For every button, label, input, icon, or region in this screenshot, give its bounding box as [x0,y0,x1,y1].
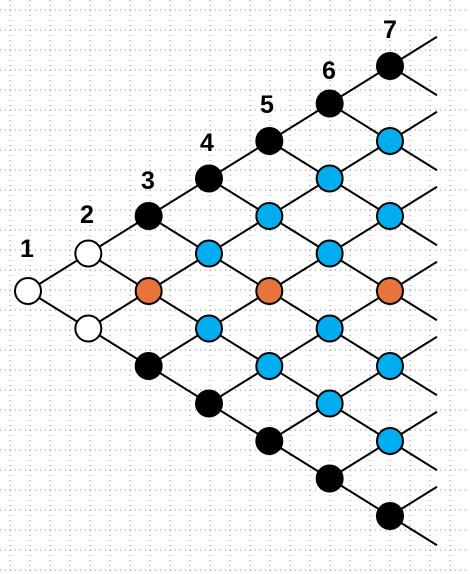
node-black-L6-1 [315,89,344,118]
level-label-6: 6 [322,57,336,85]
node-blue-L5-4 [255,352,284,380]
node-black-L7-1 [375,52,404,80]
node-blue-L7-5 [375,352,404,380]
node-blue-L5-2 [255,202,284,230]
level-label-5: 5 [260,91,274,119]
node-blue-L4-3 [194,314,223,343]
node-orange-L3-2 [134,277,163,305]
level-labels: 1 2 3 4 5 6 7 [20,16,397,263]
level-label-4: 4 [200,129,214,157]
level-label-1: 1 [20,235,34,263]
lattice-edges [27,35,438,547]
node-orange-L5-3 [255,277,284,305]
node-white-L1-1 [14,277,42,305]
node-blue-L4-2 [194,239,223,268]
node-blue-L7-2 [375,127,404,155]
node-blue-L6-2 [315,164,344,193]
node-black-L3-3 [134,352,163,380]
node-black-L5-5 [255,427,284,455]
node-black-L6-6 [315,464,344,493]
level-label-2: 2 [80,201,94,229]
lattice-nodes [14,52,404,530]
level-label-7: 7 [383,16,397,44]
level-label-3: 3 [141,167,155,195]
node-white-L2-2 [74,314,103,343]
node-orange-L7-4 [375,277,404,305]
node-white-L2-1 [74,239,103,268]
node-blue-L6-3 [315,239,344,268]
node-black-L7-7 [375,502,404,530]
node-blue-L6-5 [315,389,344,418]
node-blue-L6-4 [315,314,344,343]
node-blue-L7-6 [375,427,404,455]
node-black-L4-1 [194,164,223,193]
node-black-L4-4 [194,389,223,418]
node-black-L5-1 [255,127,284,155]
node-black-L3-1 [134,202,163,230]
node-blue-L7-3 [375,202,404,230]
